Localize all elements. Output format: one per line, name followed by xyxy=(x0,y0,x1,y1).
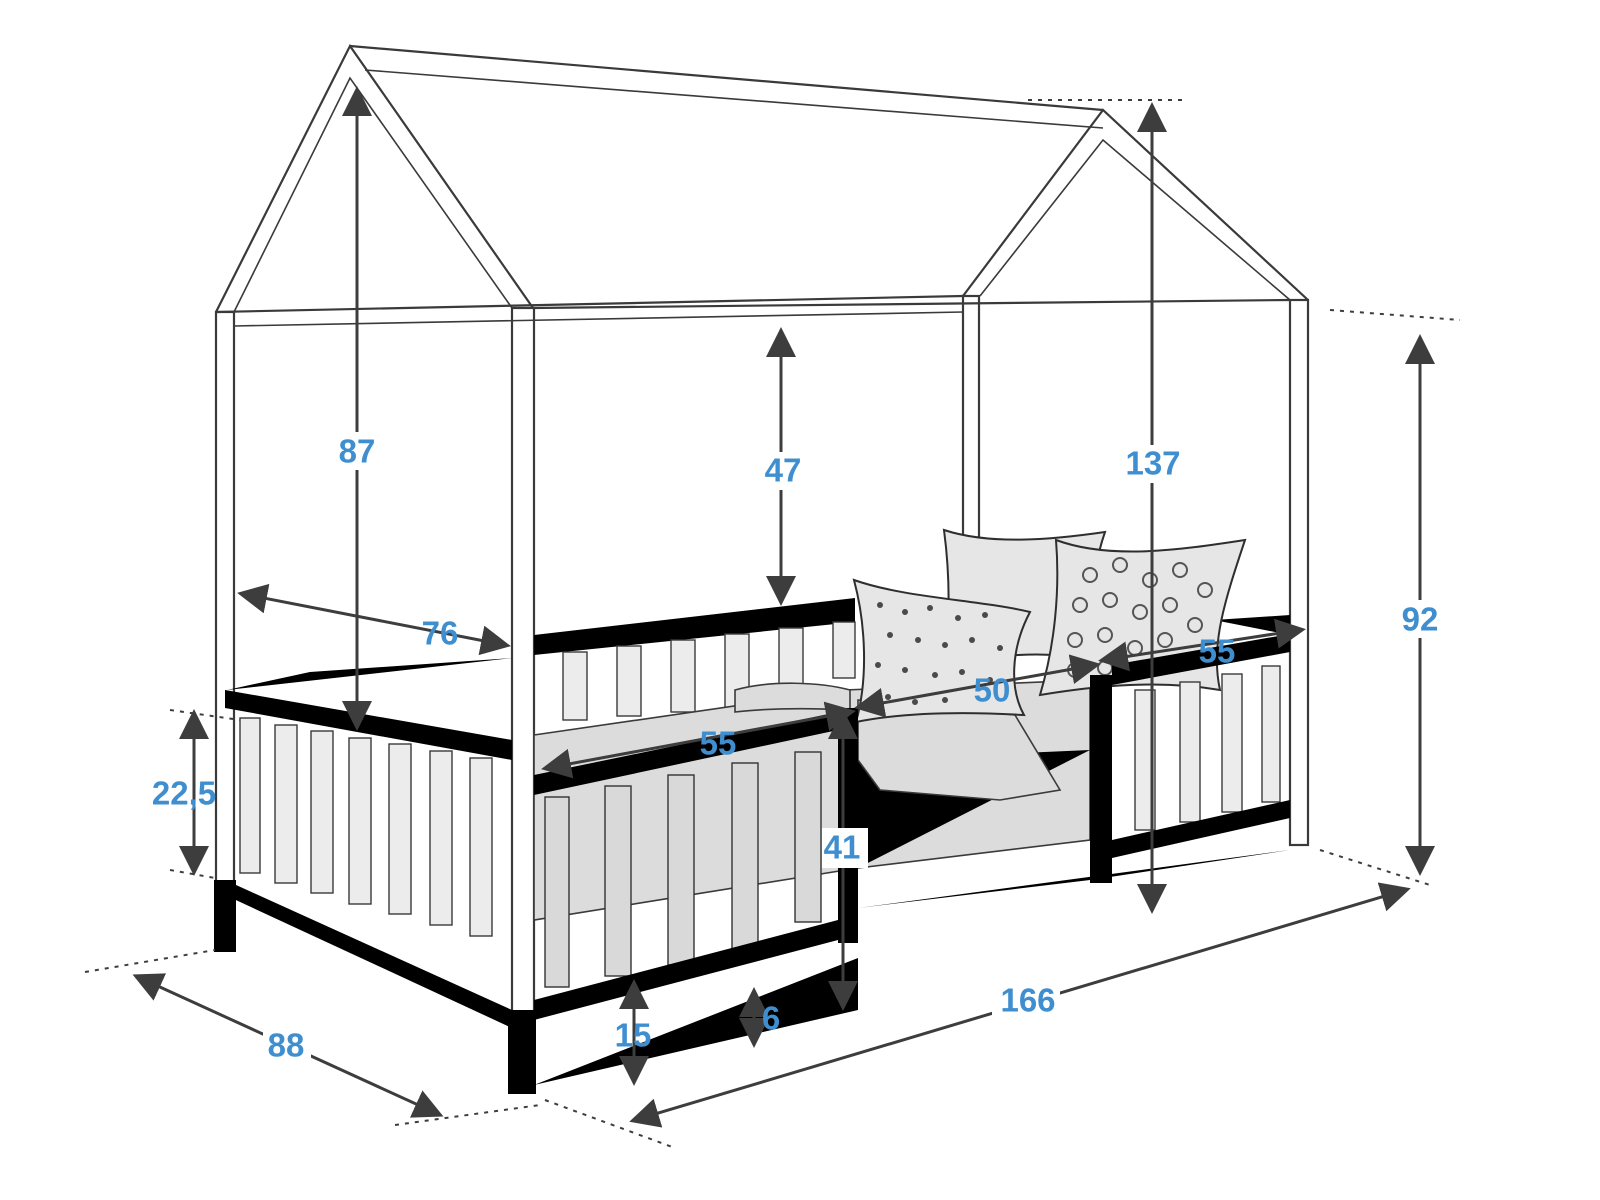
label-47: 47 xyxy=(765,452,802,489)
dim-line-55-left xyxy=(541,701,856,779)
label-88: 88 xyxy=(268,1027,305,1064)
dimension-labels: 87 47 137 92 76 55 50 55 22,5 41 15 6 16… xyxy=(152,432,1446,1065)
label-137: 137 xyxy=(1125,445,1180,482)
label-41: 41 xyxy=(824,829,861,866)
label-87: 87 xyxy=(339,433,376,470)
dim-line-55-right xyxy=(1098,618,1306,672)
label-15: 15 xyxy=(615,1017,652,1054)
dimension-lines xyxy=(84,86,1461,1149)
label-166: 166 xyxy=(1000,982,1055,1019)
label-55-right: 55 xyxy=(1199,633,1236,670)
dim-line-76 xyxy=(237,583,511,656)
front-end-rail xyxy=(214,658,536,1094)
dim-line-50 xyxy=(854,654,1101,718)
label-6: 6 xyxy=(762,1000,780,1037)
label-92: 92 xyxy=(1402,601,1439,638)
label-22-5: 22,5 xyxy=(152,775,216,812)
label-50: 50 xyxy=(974,672,1011,709)
label-55-left: 55 xyxy=(700,725,737,762)
label-76: 76 xyxy=(422,615,459,652)
